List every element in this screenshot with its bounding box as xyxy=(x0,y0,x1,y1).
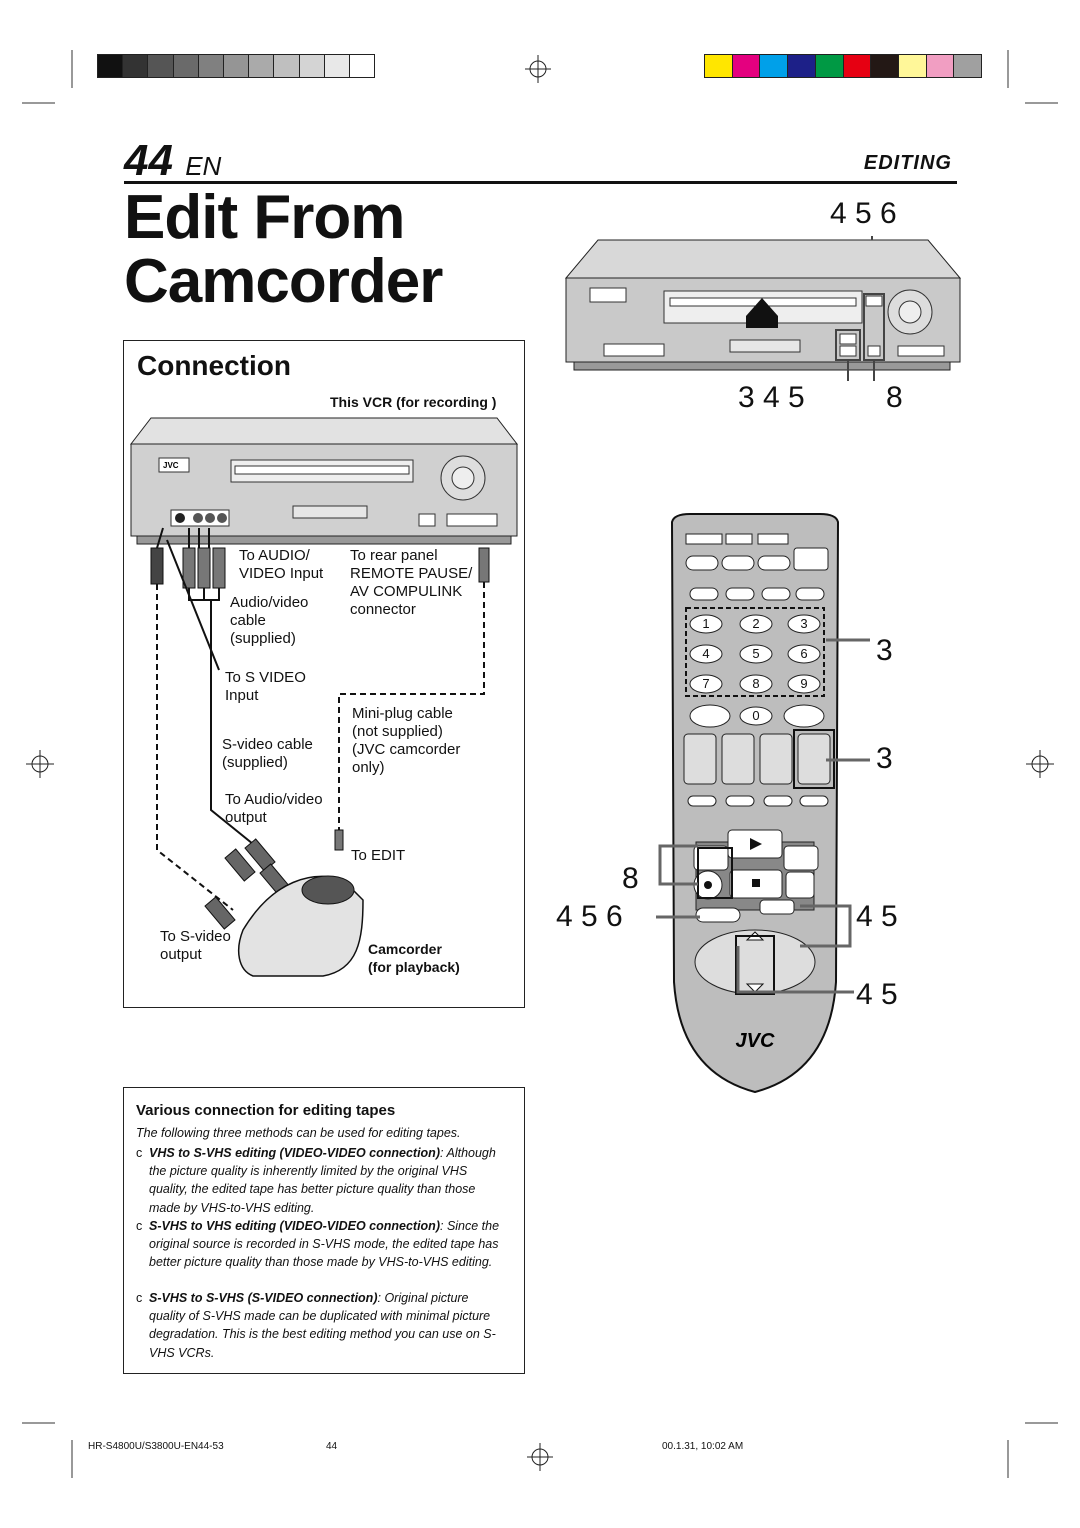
remote-callout-right-low: 4 5 xyxy=(856,978,898,1011)
color-swatch xyxy=(732,55,761,77)
item-text: : Since the original source is recorded … xyxy=(149,1219,500,1270)
color-swatch xyxy=(871,55,899,77)
remote-key-4: 4 xyxy=(702,646,709,661)
label-rear-panel: To rear panel REMOTE PAUSE/ AV COMPULINK… xyxy=(350,547,473,618)
gray-swatch xyxy=(148,55,174,77)
remote-key-5: 5 xyxy=(752,646,759,661)
item-heading: S-VHS to S-VHS (S-VIDEO connection) xyxy=(149,1291,378,1305)
label-mini-plug: Mini-plug cable (not supplied) (JVC camc… xyxy=(352,705,461,776)
remote-key-9: 9 xyxy=(800,676,807,691)
page-title: Edit From Camcorder xyxy=(124,183,443,316)
vcr-callout-bottom-left: 3 4 5 xyxy=(738,381,805,414)
item-text: : Original picture quality of S-VHS made… xyxy=(149,1291,496,1360)
connection-title: Connection xyxy=(137,350,291,381)
vcr-callout-top: 4 5 6 xyxy=(830,197,897,230)
color-swatch xyxy=(705,55,733,77)
item-heading: S-VHS to VHS editing (VIDEO-VIDEO connec… xyxy=(149,1219,440,1233)
footer-page: 44 xyxy=(326,1441,338,1452)
various-connection-panel xyxy=(123,1087,525,1374)
remote-key-1: 1 xyxy=(702,616,709,631)
various-title: Various connection for editing tapes xyxy=(136,1102,396,1119)
registration-mark-top xyxy=(525,55,551,83)
label-camcorder: Camcorder (for playback) xyxy=(368,941,460,975)
remote-callout-numpad: 3 xyxy=(876,634,893,667)
grayscale-bar xyxy=(97,54,375,78)
remote-key-0: 0 xyxy=(752,708,759,723)
remote-key-8: 8 xyxy=(752,676,759,691)
item-heading: VHS to S-VHS editing (VIDEO-VIDEO connec… xyxy=(149,1146,440,1160)
title-line-2: Camcorder xyxy=(124,247,443,316)
color-swatch xyxy=(760,55,789,77)
remote-callout-channel: 3 xyxy=(876,742,893,775)
footer-date: 00.1.31, 10:02 AM xyxy=(662,1441,744,1452)
remote-key-2: 2 xyxy=(752,616,759,631)
item-text: : Although the picture quality is inhere… xyxy=(149,1146,496,1215)
header-rule xyxy=(124,181,957,184)
remote-key-3: 3 xyxy=(800,616,807,631)
color-swatch xyxy=(788,55,816,77)
label-s-video-output: To S-video output xyxy=(160,928,231,963)
color-swatch xyxy=(843,55,872,77)
gray-swatch xyxy=(349,55,375,77)
remote-key-7: 7 xyxy=(702,676,709,691)
gray-swatch xyxy=(249,55,275,77)
vcr-brand: JVC xyxy=(163,461,179,470)
remote-callout-left-bottom: 4 5 6 xyxy=(556,900,623,933)
remote-callout-right-mid: 4 5 xyxy=(856,900,898,933)
page-suffix: EN xyxy=(185,151,222,181)
title-line-1: Edit From xyxy=(124,183,405,252)
label-s-video-input: To S VIDEO Input xyxy=(225,669,306,704)
connection-diagram: JVC xyxy=(129,417,519,977)
various-item: c S-VHS to S-VHS (S-VIDEO connection): O… xyxy=(136,1289,508,1362)
gray-swatch xyxy=(324,55,350,77)
bullet: c xyxy=(136,1146,143,1160)
color-bar xyxy=(704,54,982,78)
label-s-video-cable: S-video cable (supplied) xyxy=(222,736,313,771)
footer-file: HR-S4800U/S3800U-EN44-53 xyxy=(88,1441,224,1452)
label-audio-video-input: To AUDIO/ VIDEO Input xyxy=(239,547,324,582)
section-label: EDITING xyxy=(863,152,952,174)
registration-mark-right xyxy=(1026,750,1054,778)
color-swatch xyxy=(898,55,927,77)
label-to-edit: To EDIT xyxy=(351,847,406,864)
remote-control-illustration: 1 2 3 4 5 6 7 8 9 0 JVC xyxy=(670,513,840,1094)
gray-swatch xyxy=(173,55,199,77)
vcr-front-illustration xyxy=(564,236,962,381)
color-swatch xyxy=(954,55,982,77)
remote-brand: JVC xyxy=(736,1030,775,1052)
registration-mark-left xyxy=(26,750,54,778)
gray-swatch xyxy=(223,55,250,77)
bullet: c xyxy=(136,1219,143,1233)
connection-panel xyxy=(123,340,525,1008)
label-av-cable: Audio/video cable (supplied) xyxy=(230,594,309,647)
various-item: c VHS to S-VHS editing (VIDEO-VIDEO conn… xyxy=(136,1144,508,1217)
gray-swatch xyxy=(198,55,224,77)
remote-key-6: 6 xyxy=(800,646,807,661)
various-item: c S-VHS to VHS editing (VIDEO-VIDEO conn… xyxy=(136,1217,508,1272)
gray-swatch xyxy=(274,55,300,77)
color-swatch xyxy=(926,55,955,77)
bullet: c xyxy=(136,1291,143,1305)
gray-swatch xyxy=(98,55,124,77)
remote-callout-record: 8 xyxy=(622,862,639,895)
label-av-output: To Audio/video output xyxy=(225,791,323,826)
vcr-label: This VCR (for recording ) xyxy=(330,394,497,410)
registration-mark-bottom xyxy=(527,1443,553,1471)
page-number: 44 EN xyxy=(124,136,222,185)
color-swatch xyxy=(815,55,844,77)
gray-swatch xyxy=(123,55,149,77)
various-intro: The following three methods can be used … xyxy=(136,1126,461,1140)
remote-callout-lines xyxy=(656,638,870,994)
gray-swatch xyxy=(299,55,325,77)
vcr-callout-bottom-right: 8 xyxy=(886,381,903,414)
